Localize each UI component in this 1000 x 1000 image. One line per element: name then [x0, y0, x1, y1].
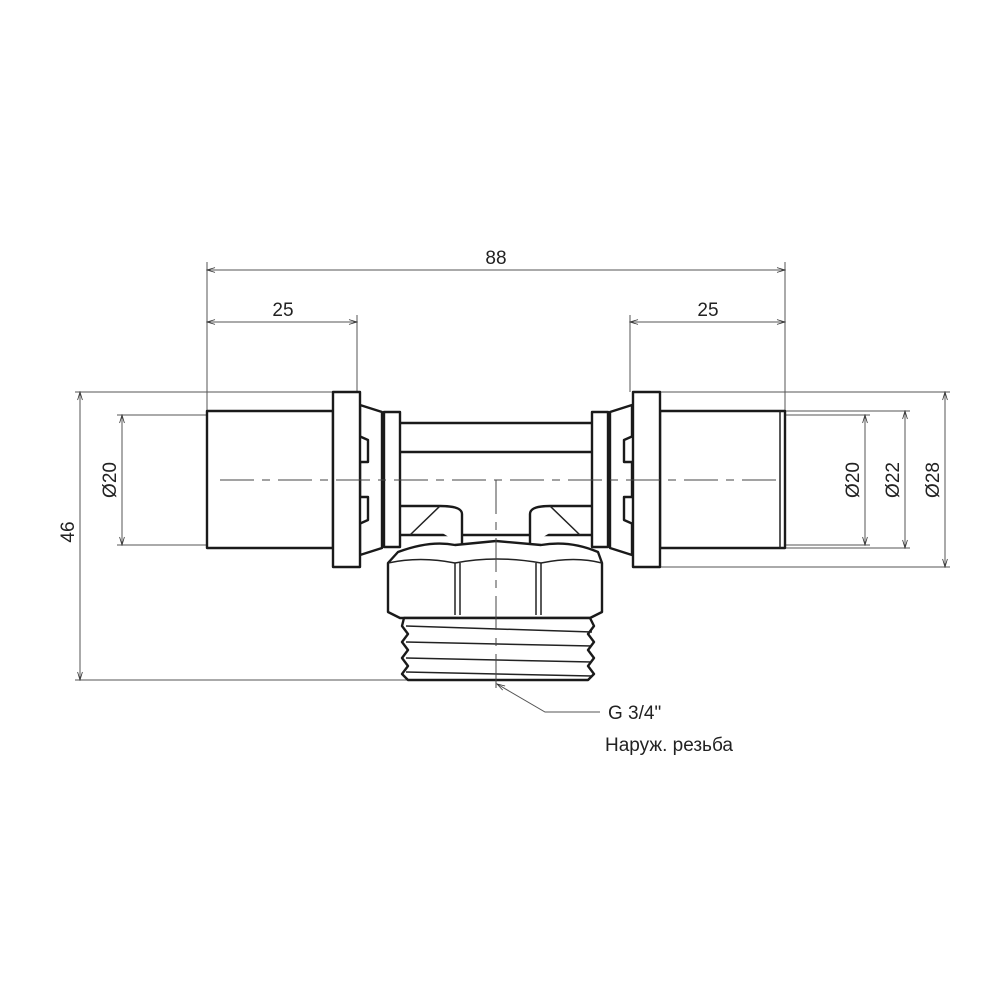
dimension-lines: [80, 270, 945, 680]
thread-description-label: Наруж. резьба: [605, 735, 733, 756]
dim-25-right-label: 25: [697, 300, 718, 321]
dim-d20-right-label: Ø20: [843, 462, 864, 498]
dim-46-label: 46: [58, 521, 79, 542]
thread-leader-line: [497, 684, 600, 713]
thread-size-label: G 3/4": [608, 703, 661, 724]
dim-25-left-label: 25: [272, 300, 293, 321]
dim-d20-left-label: Ø20: [100, 462, 121, 498]
extension-lines: [75, 262, 950, 681]
fitting-body: [205, 390, 787, 682]
dim-d28-label: Ø28: [923, 462, 944, 498]
dim-88-label: 88: [485, 248, 506, 269]
thread: [400, 616, 596, 682]
hex-nut: [386, 539, 604, 620]
dim-d22-label: Ø22: [883, 462, 904, 498]
